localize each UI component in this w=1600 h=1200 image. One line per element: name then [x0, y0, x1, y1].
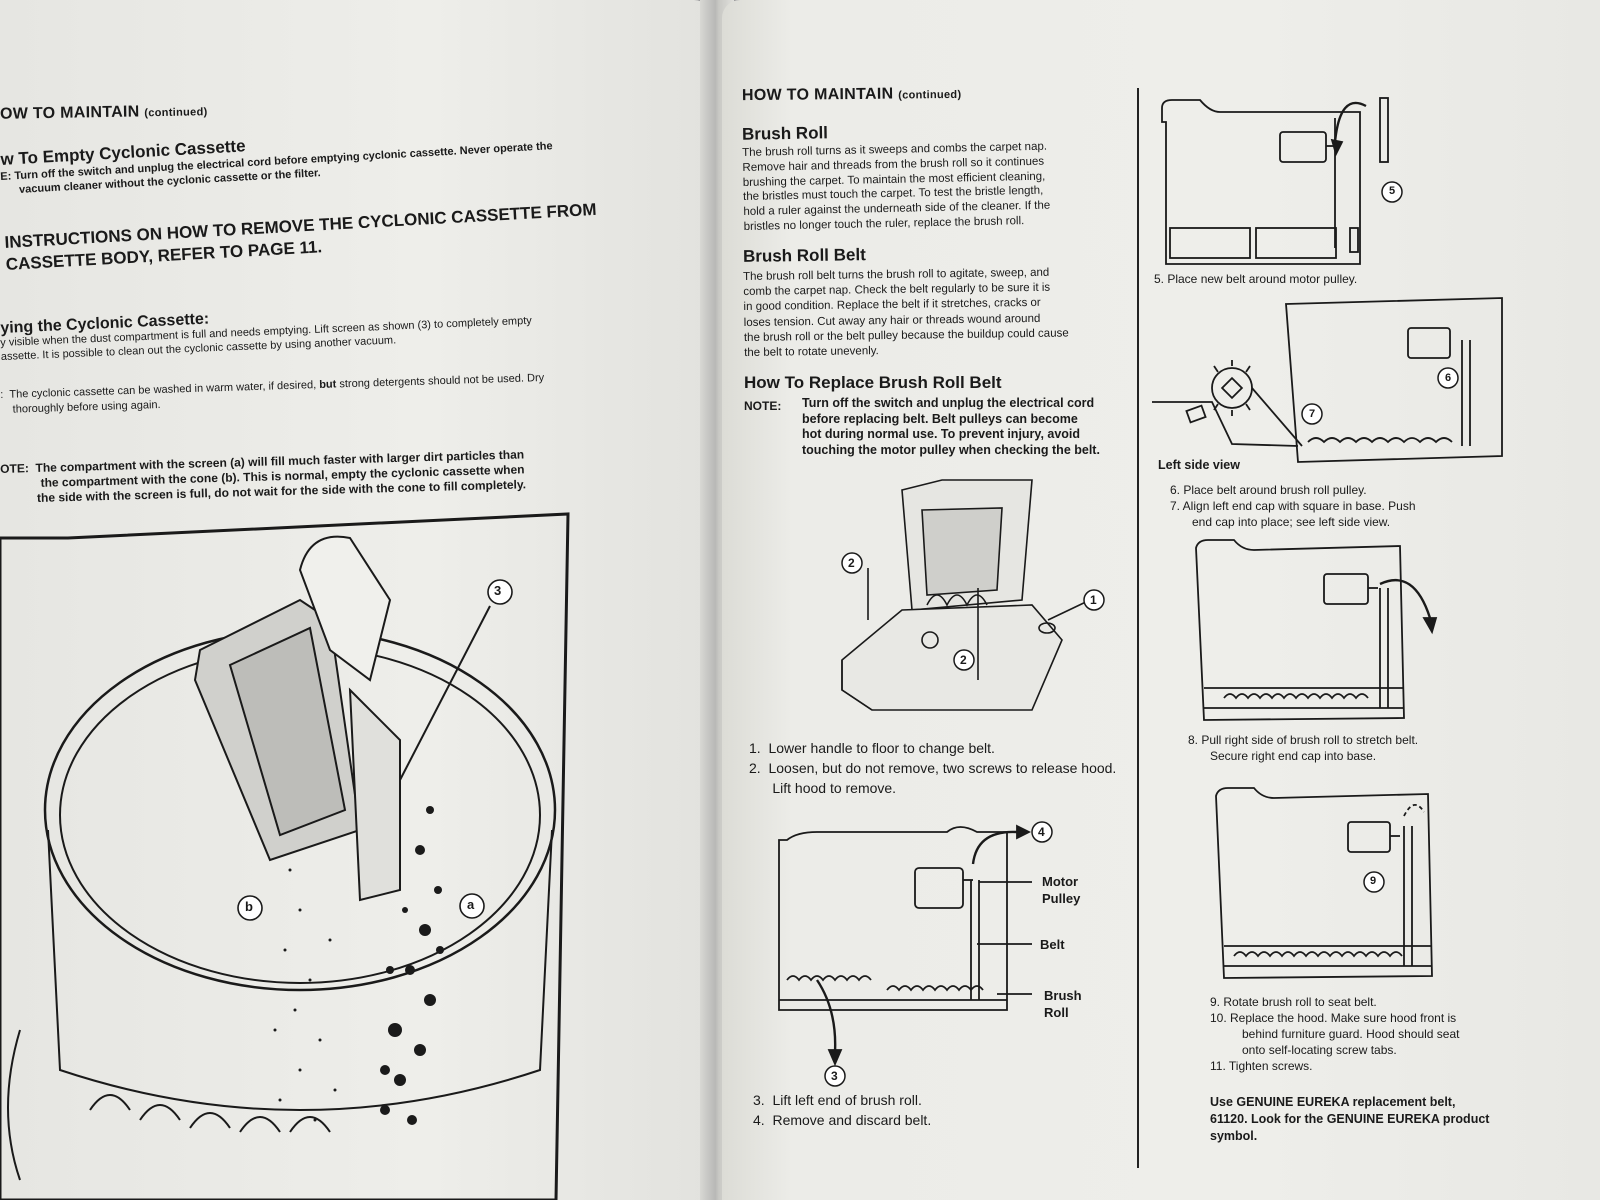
replace-note-label: NOTE: [744, 399, 782, 413]
callout-1: 1 [1090, 593, 1097, 607]
replace-note-line-3: hot during normal use. To prevent injury… [802, 427, 1081, 442]
replace-belt-title: How To Replace Brush Roll Belt [744, 373, 1002, 392]
brush-roll-belt-title: Brush Roll Belt [742, 245, 866, 266]
callout-2-top: 2 [848, 556, 855, 570]
callout-3: 3 [494, 583, 502, 598]
steps-1-2: 1. Lower handle to floor to change belt.… [749, 738, 1139, 798]
cassette-emptying-illustration [0, 512, 570, 1200]
fig-step6-7-diagram [1152, 297, 1503, 463]
left-header-title: OW TO MAINTAIN [0, 103, 140, 123]
left-note-2: : The cyclonic cassette can be washed in… [0, 366, 711, 418]
label-brush-roll: Brush Roll [1044, 987, 1082, 1021]
left-note-1: E: Turn off the switch and unplug the el… [0, 130, 712, 198]
fig-step5-diagram [1161, 97, 1403, 265]
callout-3: 3 [831, 1069, 838, 1083]
left-side-view-label: Left side view [1158, 458, 1240, 472]
callout-9: 9 [1370, 875, 1377, 887]
right-header: HOW TO MAINTAIN (continued) [742, 85, 962, 105]
fig-step8-diagram [1195, 539, 1438, 721]
step-6: 6. Place belt around brush roll pulley. [1170, 483, 1367, 497]
replace-note-line-1: Turn off the switch and unplug the elect… [802, 396, 1095, 410]
step-line-2: 2. Loosen, but do not remove, two screws… [749, 760, 1117, 776]
step-7-line1: 7. Align left end cap with square in bas… [1170, 499, 1416, 513]
callout-b: b [245, 899, 253, 914]
column-divider [1137, 88, 1139, 1168]
step-line-2: 4. Remove and discard belt. [753, 1112, 932, 1128]
callout-3-circle [487, 579, 513, 605]
step-10-line1: 10. Replace the hood. Make sure hood fro… [1210, 1011, 1457, 1025]
brush-roll-title: Brush Roll [741, 123, 829, 144]
step-10-line3: onto self-locating screw tabs. [1242, 1043, 1397, 1057]
label-brush: Brush [1044, 988, 1082, 1003]
step-line-1: 1. Lower handle to floor to change belt. [749, 740, 995, 756]
left-page: OW TO MAINTAIN (continued) w To Empty Cy… [0, 0, 712, 1200]
callout-6: 6 [1445, 372, 1452, 384]
label-pulley: Pulley [1042, 891, 1081, 906]
label-motor: Motor [1042, 874, 1079, 889]
label-motor-pulley: Motor Pulley [1042, 873, 1080, 907]
step-8-line1: 8. Pull right side of brush roll to stre… [1188, 733, 1419, 747]
note3-prefix: OTE: [0, 461, 30, 476]
right-header-continued: (continued) [898, 88, 962, 102]
replace-note-text: Turn off the switch and unplug the elect… [802, 396, 1142, 458]
callout-a: a [467, 897, 475, 912]
step-8: 8. Pull right side of brush roll to stre… [1188, 732, 1548, 764]
step-10-line2: behind furniture guard. Hood should seat [1242, 1027, 1460, 1041]
genuine-line2: 61120. Look for the GENUINE EUREKA produ… [1210, 1112, 1490, 1126]
callout-4: 4 [1038, 825, 1045, 839]
right-page: HOW TO MAINTAIN (continued) Brush Roll T… [722, 0, 1600, 1200]
steps-9-11: 9. Rotate brush roll to seat belt. 10. R… [1210, 994, 1570, 1074]
genuine-line1: Use GENUINE EUREKA replacement belt, [1210, 1095, 1456, 1109]
belt-removal-diagram [778, 821, 1053, 1087]
step-9: 9. Rotate brush roll to seat belt. [1210, 995, 1377, 1009]
step-5: 5. Place new belt around motor pulley. [1154, 272, 1358, 286]
steps-6-7: 6. Place belt around brush roll pulley. … [1170, 482, 1530, 530]
step-8-line2: Secure right end cap into base. [1210, 749, 1377, 763]
left-note-3: OTE: The compartment with the screen (a)… [0, 443, 681, 507]
steps-3-4: 3. Lift left end of brush roll. 4. Remove… [753, 1090, 1133, 1130]
step-line-3: Lift hood to remove. [749, 780, 897, 796]
vacuum-base-illustration [841, 479, 1105, 711]
callout-7: 7 [1309, 408, 1316, 420]
genuine-line3: symbol. [1210, 1129, 1258, 1143]
note2-bold-but: but [319, 378, 337, 391]
callout-a-circle [459, 893, 485, 919]
callout-2-bottom: 2 [960, 653, 967, 667]
callout-5: 5 [1389, 185, 1396, 197]
left-header: OW TO MAINTAIN (continued) [0, 102, 208, 124]
note1-prefix: E: [0, 170, 12, 183]
genuine-eureka-note: Use GENUINE EUREKA replacement belt, 611… [1210, 1094, 1570, 1145]
brush-roll-paragraph: The brush roll turns as it sweeps and co… [742, 138, 1136, 235]
label-belt: Belt [1040, 937, 1065, 952]
step-11: 11. Tighten screws. [1210, 1059, 1313, 1073]
brush-roll-belt-paragraph: The brush roll belt turns the brush roll… [743, 264, 1139, 361]
instructions-remove-cassette: INSTRUCTIONS ON HOW TO REMOVE THE CYCLON… [4, 193, 705, 276]
fig-step9-diagram [1215, 787, 1433, 979]
left-header-continued: (continued) [144, 106, 208, 120]
step-line-1: 3. Lift left end of brush roll. [753, 1092, 922, 1108]
right-header-title: HOW TO MAINTAIN [741, 85, 894, 105]
note2-prefix: : [0, 388, 4, 401]
label-roll: Roll [1044, 1005, 1069, 1020]
replace-note-line-2: before replacing belt. Belt pulleys can … [802, 411, 1078, 426]
callout-b-circle [237, 895, 263, 921]
step-7-line2: end cap into place; see left side view. [1192, 515, 1391, 529]
replace-note-line-4: touching the motor pulley when checking … [802, 442, 1100, 457]
